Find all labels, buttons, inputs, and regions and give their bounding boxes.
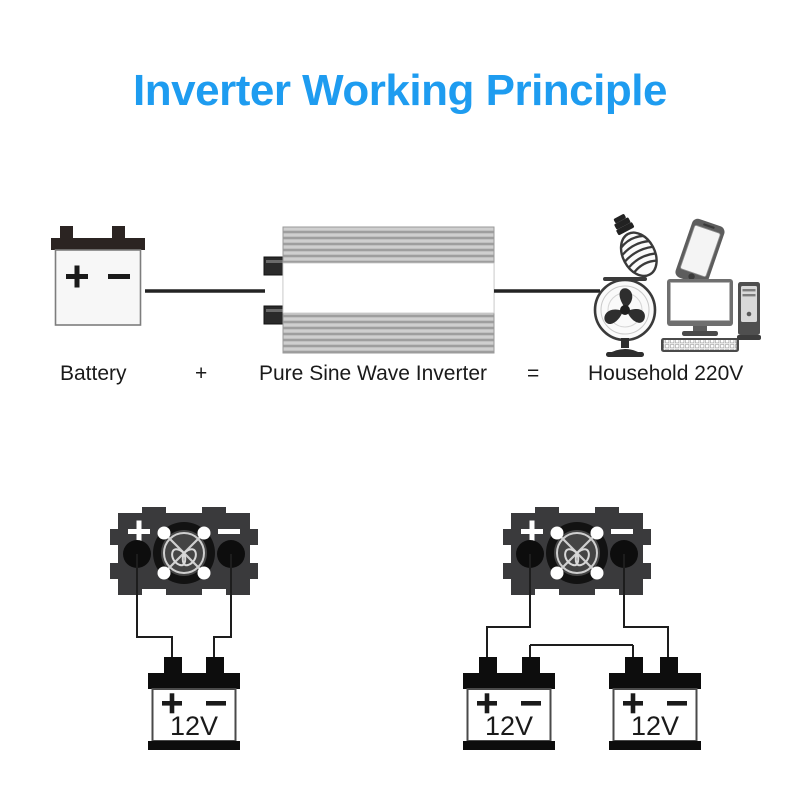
battery-voltage-label: 12V — [485, 711, 533, 741]
appliance-group — [593, 214, 761, 357]
wiring-diagram-single-battery: 12V — [110, 507, 258, 750]
inverter-rear-panel — [503, 507, 651, 595]
wiring-diagram-dual-battery: 12V 12V — [463, 507, 701, 750]
smartphone-icon — [675, 218, 725, 286]
equation-equals-symbol: = — [527, 362, 540, 385]
inverter-device-icon — [263, 226, 495, 354]
fan-grille-icon — [546, 522, 608, 584]
equation-output-label: Household 220V — [588, 362, 744, 385]
fan-grille-icon — [153, 522, 215, 584]
battery-12v: 12V — [463, 657, 555, 750]
battery-12v: 12V — [609, 657, 701, 750]
equation-row: Battery + Pure Sine Wave Inverter = Hous… — [0, 362, 800, 396]
cfl-bulb-icon — [613, 214, 658, 278]
fan-icon — [593, 277, 657, 357]
battery-wires — [486, 554, 669, 663]
equation-plus-symbol: + — [195, 362, 208, 385]
battery-12v: 12V — [148, 657, 240, 750]
page-title: Inverter Working Principle — [133, 66, 667, 115]
equation-inverter-label: Pure Sine Wave Inverter — [259, 362, 487, 385]
monitor-icon — [667, 279, 733, 336]
equation-battery-label: Battery — [60, 362, 127, 385]
battery-icon — [51, 226, 145, 326]
pc-tower-icon — [737, 282, 761, 340]
inverter-rear-panel — [110, 507, 258, 595]
battery-voltage-label: 12V — [170, 711, 218, 741]
top-principle-diagram — [51, 214, 761, 357]
keyboard-icon — [661, 338, 739, 352]
battery-voltage-label: 12V — [631, 711, 679, 741]
battery-wires — [136, 554, 232, 663]
